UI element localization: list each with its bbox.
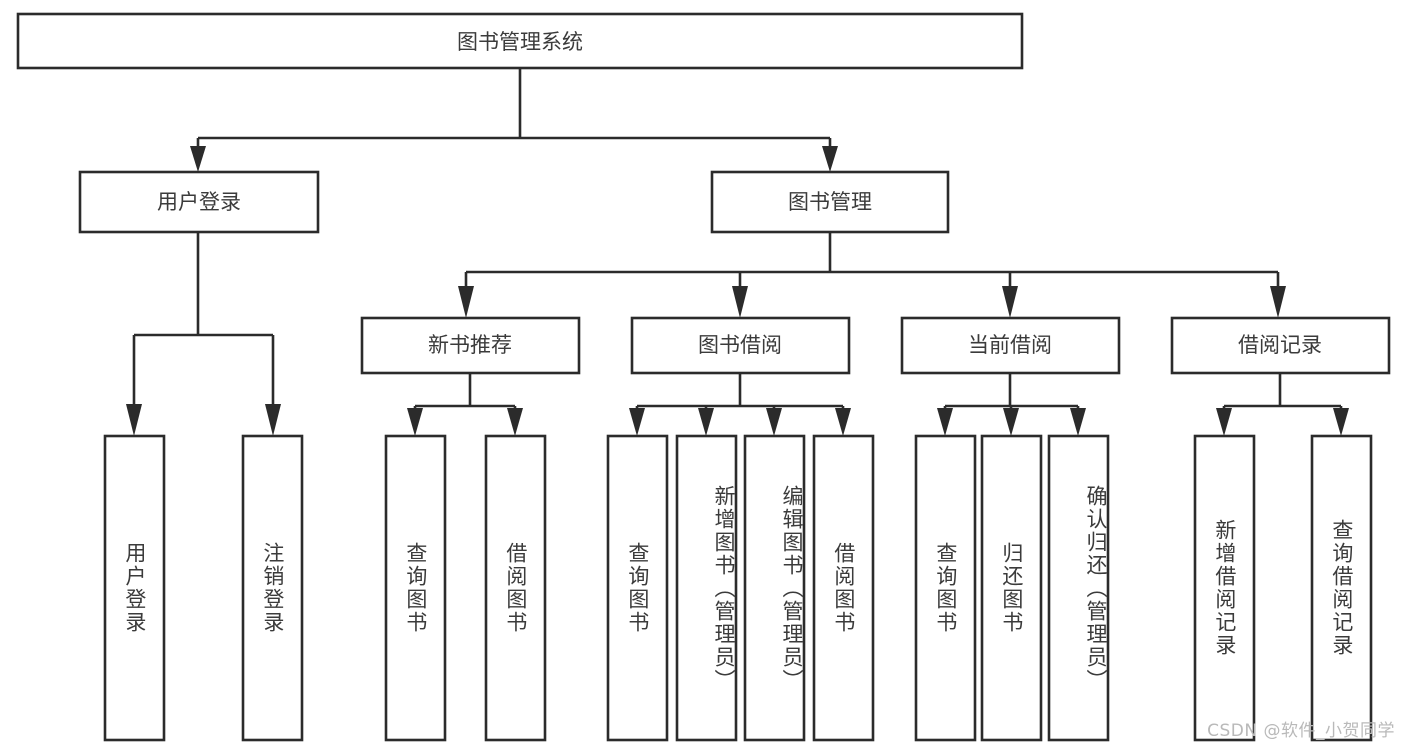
node-new-book-rec-label: 新书推荐 — [428, 333, 512, 357]
node-book-borrow[interactable] — [630, 316, 851, 375]
node-root[interactable] — [16, 12, 1024, 70]
arrow-to-leaf-query-record — [1333, 408, 1349, 436]
node-book-borrow-label: 图书借阅 — [698, 333, 782, 357]
node-leaf-confirm-return[interactable] — [1047, 434, 1110, 742]
node-user-login-label: 用户登录 — [157, 190, 241, 214]
edge-layer — [126, 68, 1349, 436]
arrow-to-leaf-add-book — [698, 408, 714, 436]
arrow-to-leaf-add-record — [1216, 408, 1232, 436]
arrow-to-borrow-record — [1270, 286, 1286, 318]
node-leaf-user-login[interactable] — [103, 434, 166, 742]
node-root-label: 图书管理系统 — [457, 30, 583, 54]
node-borrow-record[interactable] — [1170, 316, 1391, 375]
arrow-to-leaf-user-logout — [265, 404, 281, 436]
arrow-to-leaf-edit-book — [766, 408, 782, 436]
arrow-to-new-book-rec — [458, 286, 474, 318]
arrow-to-leaf-borrow-book-1 — [507, 408, 523, 436]
node-leaf-borrow-book-1[interactable] — [484, 434, 547, 742]
node-book-manage[interactable] — [710, 170, 950, 234]
arrow-to-leaf-user-login — [126, 404, 142, 436]
watermark-text: CSDN @软件_小贺同学 — [1207, 721, 1395, 741]
node-leaf-query-book-1[interactable] — [384, 434, 447, 742]
node-leaf-return-book[interactable] — [980, 434, 1043, 742]
arrow-to-leaf-return-book — [1003, 408, 1019, 436]
node-leaf-borrow-book-2[interactable] — [812, 434, 875, 742]
node-current-borrow-label: 当前借阅 — [968, 333, 1052, 357]
node-leaf-query-book-3[interactable] — [914, 434, 977, 742]
arrow-to-leaf-query-book-3 — [937, 408, 953, 436]
node-new-book-rec[interactable] — [360, 316, 581, 375]
node-user-login[interactable] — [78, 170, 320, 234]
node-borrow-record-label: 借阅记录 — [1238, 333, 1322, 357]
arrow-to-leaf-query-book-1 — [407, 408, 423, 436]
arrow-to-leaf-confirm-return — [1070, 408, 1086, 436]
arrow-root-to-book-manage — [822, 146, 838, 172]
node-leaf-query-record[interactable] — [1310, 434, 1373, 742]
node-leaf-edit-book[interactable] — [743, 434, 806, 742]
arrow-to-leaf-borrow-book-2 — [835, 408, 851, 436]
node-book-manage-label: 图书管理 — [788, 190, 872, 214]
arrow-to-leaf-query-book-2 — [629, 408, 645, 436]
node-layer: 图书管理系统 用户登录 图书管理 新书推荐 图书借阅 当前借阅 借阅记录 — [16, 12, 1391, 742]
node-leaf-query-book-2[interactable] — [606, 434, 669, 742]
arrow-to-book-borrow — [732, 286, 748, 318]
arrow-root-to-user-login — [190, 146, 206, 172]
arrow-to-current-borrow — [1002, 286, 1018, 318]
node-current-borrow[interactable] — [900, 316, 1121, 375]
node-leaf-add-book[interactable] — [675, 434, 738, 742]
node-leaf-add-record[interactable] — [1193, 434, 1256, 742]
node-leaf-user-logout[interactable] — [241, 434, 304, 742]
